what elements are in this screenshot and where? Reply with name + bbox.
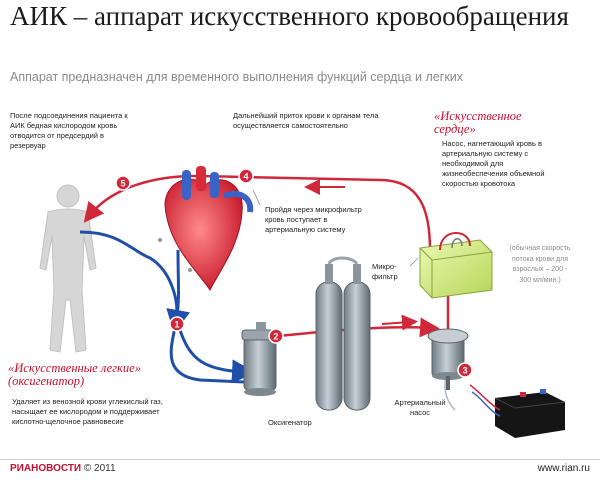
note-heart-desc: Насос, нагнетающий кровь в артериальную …: [442, 139, 545, 188]
leader-line: [409, 257, 419, 267]
footer-divider: [0, 459, 600, 460]
leader-line: [252, 189, 261, 206]
label-microfilter: Микро- фильтр: [372, 262, 398, 281]
oxygenator-canister: [241, 322, 279, 396]
copyright: © 2011: [83, 463, 116, 474]
step-badge-2: 2: [268, 328, 284, 344]
heart-illustration: [158, 166, 254, 291]
heading-artificial-lungs: «Искусственные легкие» (оксигенатор): [8, 361, 141, 388]
flow-arrow-right: [381, 314, 418, 331]
step-number: 2: [273, 332, 278, 342]
label-oxygenator: Оксигенатор: [268, 418, 312, 427]
page-subtitle: Аппарат предназначен для временного выпо…: [10, 70, 464, 84]
venous-tube-oxygenator: [178, 329, 256, 384]
venous-tube-heart: [166, 249, 190, 334]
note-lungs-desc: Удаляет из венозной крови углекислый газ…: [12, 397, 163, 426]
brand-ria: РИА: [10, 463, 32, 474]
heading-artificial-heart: «Искусственное сердце»: [434, 109, 522, 136]
step-number: 4: [243, 172, 248, 182]
human-silhouette: [39, 184, 97, 353]
brand-logo: РИАНОВОСТИ © 2011: [10, 463, 116, 474]
label-arterial-pump: Артериальный насос: [394, 398, 446, 417]
step-badge-3: 3: [457, 362, 473, 378]
step-badge-4: 4: [238, 168, 254, 184]
oxygen-tanks: [315, 256, 371, 411]
step-number: 1: [174, 320, 179, 330]
arterial-pump-device: [427, 328, 469, 390]
battery-icon: [469, 384, 566, 438]
venous-tube-body: [79, 230, 245, 384]
step-badge-1: 1: [169, 316, 185, 332]
step-number: 3: [462, 366, 467, 376]
page-title: АИК – аппарат искусственного кровообраще…: [10, 1, 569, 31]
site-url[interactable]: www.rian.ru: [537, 463, 590, 474]
note-patient: После подсоединения пациента к АИК бедна…: [10, 111, 128, 150]
note-microfilter-flow: Пройдя через микрофильтр кровь поступает…: [265, 205, 362, 234]
step-badge-5: 5: [115, 175, 131, 191]
step-number: 5: [120, 179, 125, 189]
microfilter-device: [419, 232, 493, 299]
arterial-tube-to-patient: [83, 174, 432, 251]
note-organs: Дальнейший приток крови к органам тела о…: [233, 111, 379, 130]
note-flow-rate: (обычная скорость потока крови для взрос…: [509, 245, 571, 284]
brand-novosti: НОВОСТИ: [31, 463, 82, 474]
